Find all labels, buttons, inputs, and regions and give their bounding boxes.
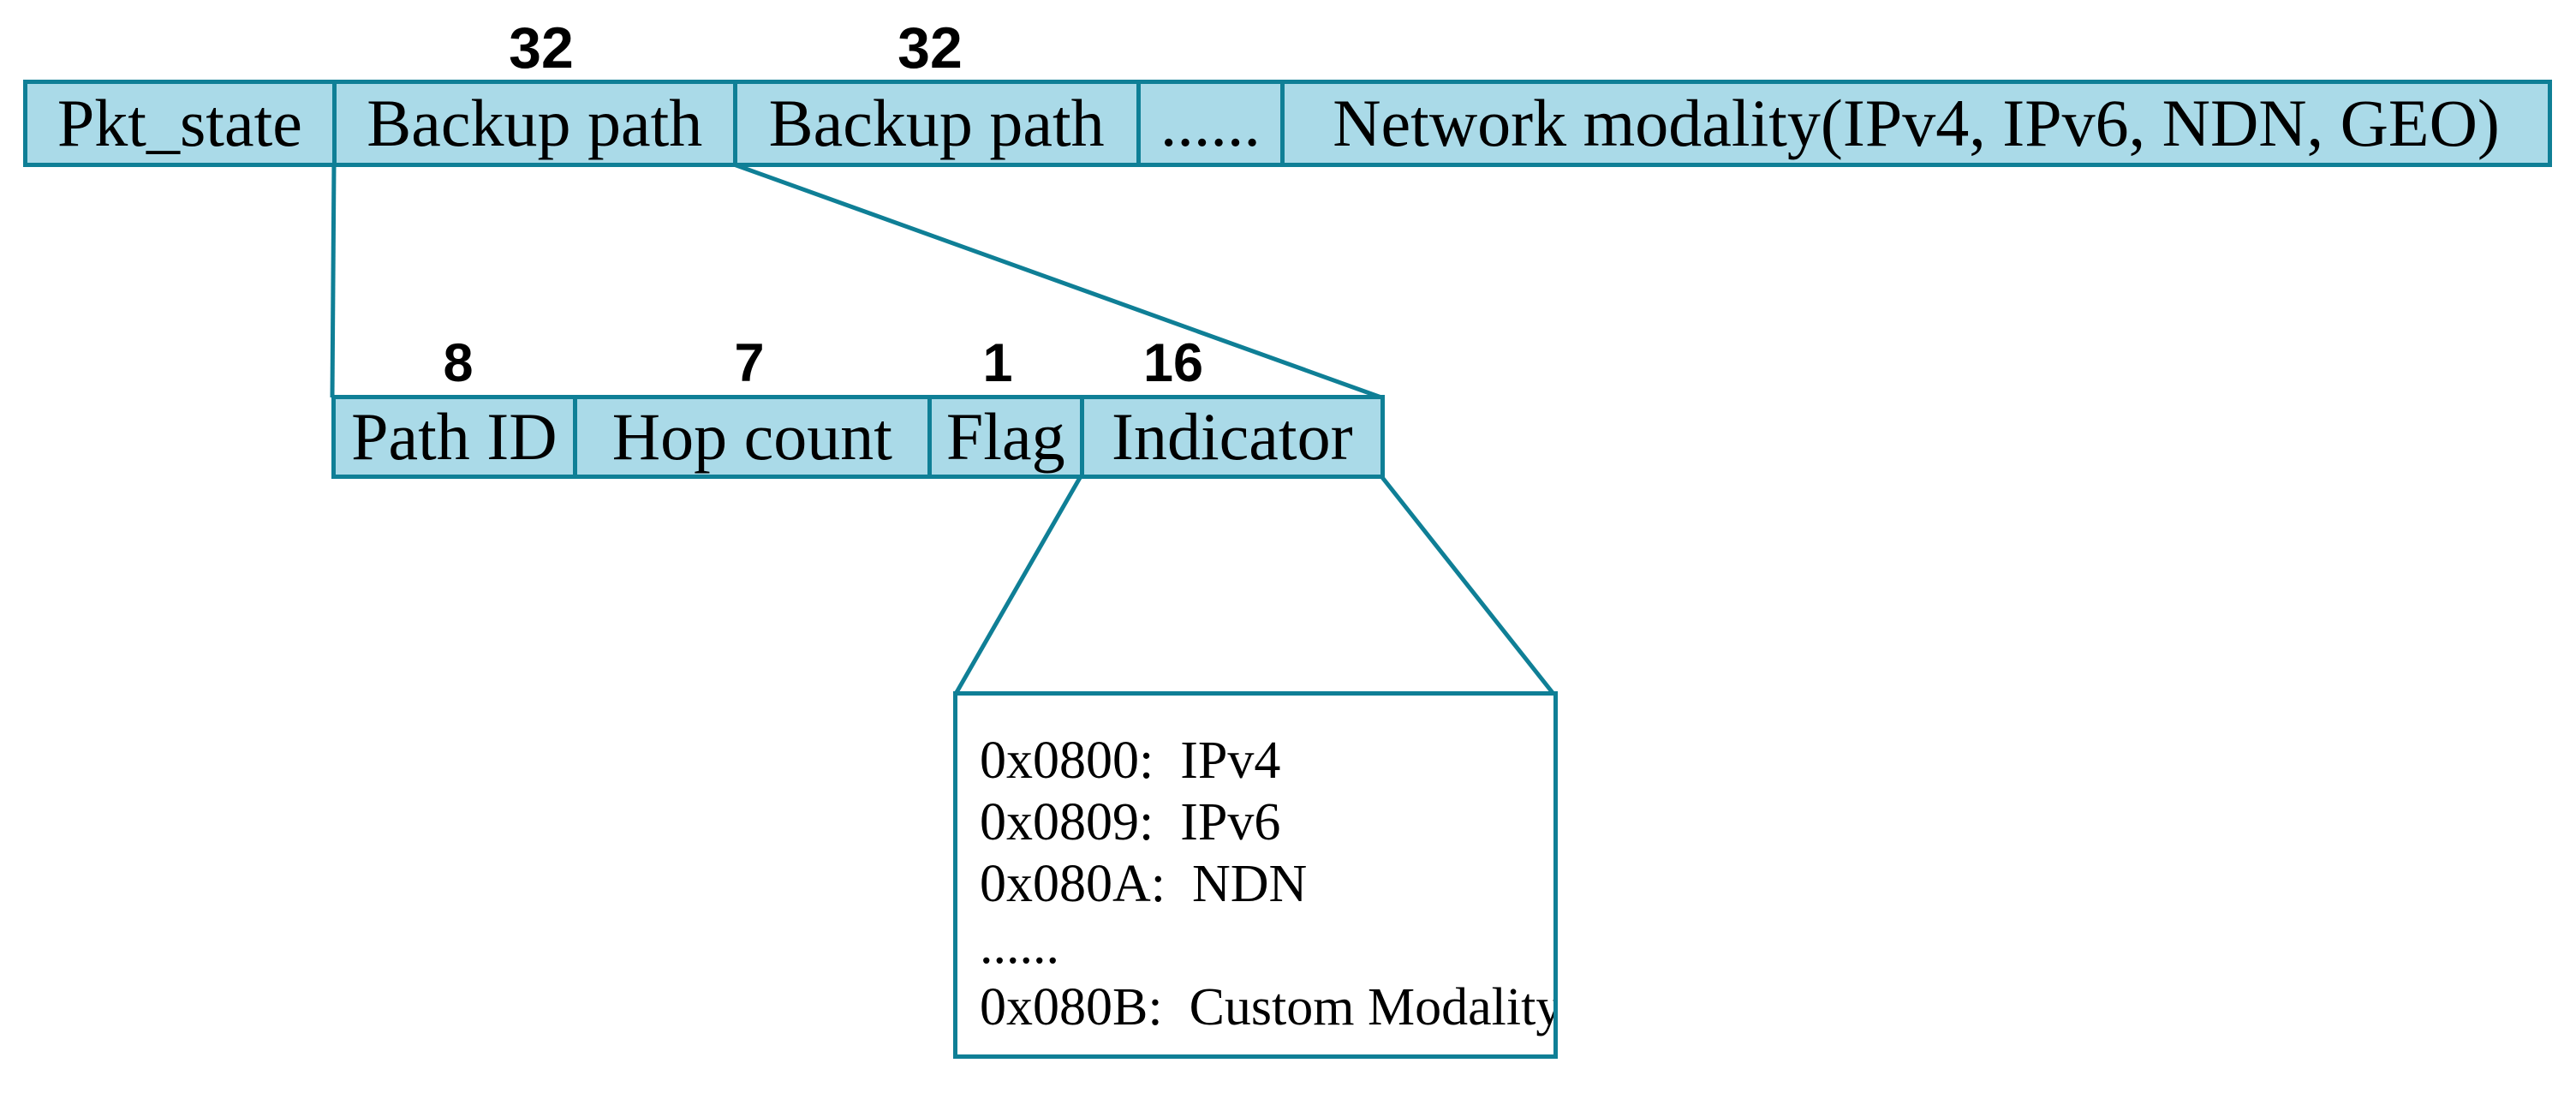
bit-width-8-path-id: 8 (443, 333, 474, 393)
field-backup-path-1: Backup path (331, 84, 733, 163)
bit-width-7-hop-count: 7 (734, 333, 765, 393)
bit-width-32-backup-path-2: 32 (897, 15, 963, 81)
field-path-id: Path ID (351, 399, 558, 474)
field-flag: Flag (927, 399, 1080, 475)
bit-width-32-backup-path-1: 32 (509, 15, 574, 81)
field-network-modality: Network modality(IPv4, IPv6, NDN, GEO) (1280, 84, 2548, 163)
packet-header-row: Pkt_state Backup path Backup path ......… (23, 80, 2552, 167)
bit-width-16-indicator: 16 (1142, 333, 1204, 393)
bit-width-1-flag: 1 (982, 333, 1013, 393)
backup-path-fields-row: Path ID Hop count Flag Indicator (331, 395, 1385, 479)
connector-indicator-to-box-left (953, 475, 1083, 696)
indicator-code-line: 0x080A: NDN (980, 855, 1308, 913)
indicator-code-line: ...... (980, 917, 1059, 975)
indicator-codes-box: 0x0800: IPv4 0x0809: IPv6 0x080A: NDN ..… (953, 691, 1558, 1059)
field-indicator: Indicator (1079, 399, 1380, 475)
indicator-code-line: 0x0800: IPv4 (980, 732, 1281, 790)
connector-backup-path-to-path-table-right (733, 162, 1382, 400)
field-backup-path-2: Backup path (732, 84, 1136, 163)
field-hop-count: Hop count (572, 399, 927, 475)
indicator-code-line: 0x080B: Custom Modality (980, 978, 1558, 1036)
indicator-code-line: 0x0809: IPv6 (980, 793, 1281, 851)
field-pkt-state: Pkt_state (57, 86, 302, 160)
indicator-codes-list: 0x0800: IPv4 0x0809: IPv6 0x080A: NDN ..… (957, 696, 1553, 1038)
connector-backup-path-to-path-table-left (330, 164, 337, 398)
field-ellipsis: ...... (1136, 84, 1281, 163)
connector-indicator-to-box-right (1380, 475, 1555, 696)
